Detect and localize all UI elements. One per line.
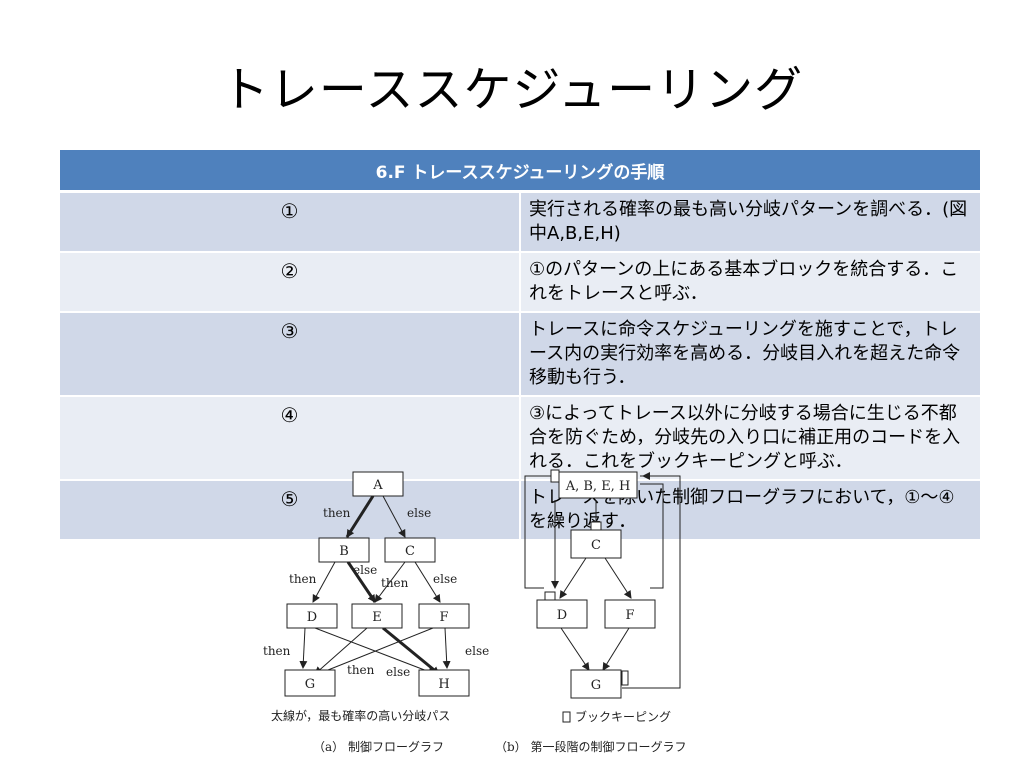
figure-b-caption: ブックキーピング — [575, 709, 671, 724]
node-a — [352, 471, 404, 497]
flow-graph-b — [524, 469, 681, 699]
node-abeh — [558, 471, 638, 499]
bookkeeping-box — [550, 469, 560, 483]
edge-f-h — [442, 627, 451, 669]
bookkeeping-box — [590, 521, 602, 531]
edge-a-c — [382, 495, 406, 538]
path-side-right-f — [640, 483, 664, 589]
table-row: ② ①のパターンの上にある基本ブロックを統合する．これをトレースと呼ぶ． — [60, 251, 980, 312]
step-text: ①のパターンの上にある基本ブロックを統合する．これをトレースと呼ぶ． — [520, 251, 980, 312]
node-b-label: B — [339, 544, 349, 559]
node-d-label: D — [307, 610, 317, 625]
path-side-left — [524, 475, 551, 589]
node-g — [570, 669, 622, 699]
node-a-label: A — [372, 478, 383, 493]
edge-label-then: then — [289, 572, 317, 586]
node-g-label: G — [591, 678, 601, 693]
edge-label-else: else — [465, 644, 489, 658]
node-c — [570, 529, 622, 559]
node-c — [384, 537, 436, 563]
node-g — [284, 669, 336, 697]
node-f — [418, 603, 470, 629]
bookkeeping-legend-icon — [562, 711, 571, 723]
step-number: ③ — [60, 311, 521, 396]
table-row: ④ ③によってトレース以外に分岐する場合に生じる不都合を防ぐため，分岐先の入り口… — [60, 395, 980, 480]
table-row: ③ トレースに命令スケジューリングを施すことで，トレース内の実行効率を高める．分… — [60, 311, 980, 396]
table-header: 6.F トレーススケジューリングの手順 — [60, 150, 980, 193]
edge-label-else: else — [386, 665, 410, 679]
node-c-label: C — [591, 538, 601, 553]
node-e-label: E — [372, 610, 382, 625]
slide-title: トレーススケジューリング — [220, 62, 804, 118]
node-c-label: C — [405, 544, 415, 559]
node-f-label: F — [625, 608, 634, 623]
control-flow-figure: A B C D E F G H then else then else then… — [255, 462, 725, 762]
edge-c-f — [604, 557, 632, 599]
edge-a-b — [345, 495, 375, 538]
edge-label-else: else — [433, 572, 457, 586]
path-side-right-g — [622, 475, 681, 689]
node-h-label: H — [438, 677, 449, 692]
node-d-label: D — [557, 608, 567, 623]
step-number: ④ — [60, 395, 521, 480]
bookkeeping-box — [621, 670, 629, 686]
step-text: トレースに命令スケジューリングを施すことで，トレース内の実行効率を高める．分岐目… — [520, 311, 980, 396]
node-d — [536, 599, 588, 629]
edge-label-then: then — [347, 663, 375, 677]
edge-label-then: then — [323, 506, 351, 520]
edge-b-d — [312, 561, 336, 603]
edge-label-else: else — [407, 506, 431, 520]
edge-label-then: then — [381, 576, 409, 590]
edge-e-g — [314, 627, 368, 675]
flow-graph-a — [284, 471, 470, 697]
step-number: ① — [60, 190, 521, 252]
edge-d-g — [299, 627, 308, 669]
step-text: ③によってトレース以外に分岐する場合に生じる不都合を防ぐため，分岐先の入り口に補… — [520, 395, 980, 480]
table-row: ① 実行される確率の最も高い分岐パターンを調べる．(図中A,B,E,H) — [60, 190, 980, 252]
node-e — [351, 603, 403, 629]
edge-e-h — [382, 626, 440, 676]
procedure-table: 6.F トレーススケジューリングの手順 ① 実行される確率の最も高い分岐パターン… — [60, 150, 980, 539]
node-b — [318, 537, 370, 563]
edge-b-e — [346, 561, 377, 603]
edge-label-then: then — [263, 644, 291, 658]
node-abeh-label: A, B, E, H — [565, 479, 631, 494]
edge-label-else: else — [353, 563, 377, 577]
node-f — [604, 599, 656, 629]
edge-c-d — [559, 557, 587, 599]
node-f-label: F — [439, 610, 448, 625]
edge-c-f — [414, 561, 441, 603]
figure-a-subcaption: （a） 制御フローグラフ — [313, 739, 444, 754]
figure-b-subcaption: （b） 第一段階の制御フローグラフ — [495, 739, 687, 754]
step-text: 実行される確率の最も高い分岐パターンを調べる．(図中A,B,E,H) — [520, 190, 980, 252]
edge-d-g — [560, 627, 590, 671]
node-h — [418, 669, 470, 697]
figure-a-caption: 太線が，最も確率の高い分岐パス — [271, 708, 450, 723]
step-number: ⑤ — [60, 479, 521, 539]
node-g-label: G — [305, 677, 315, 692]
edge-f-g — [602, 627, 630, 671]
edge-f-g — [312, 627, 434, 678]
step-number: ② — [60, 251, 521, 312]
node-d — [286, 603, 338, 629]
edge-c-e — [374, 561, 406, 603]
bookkeeping-box — [544, 591, 556, 601]
